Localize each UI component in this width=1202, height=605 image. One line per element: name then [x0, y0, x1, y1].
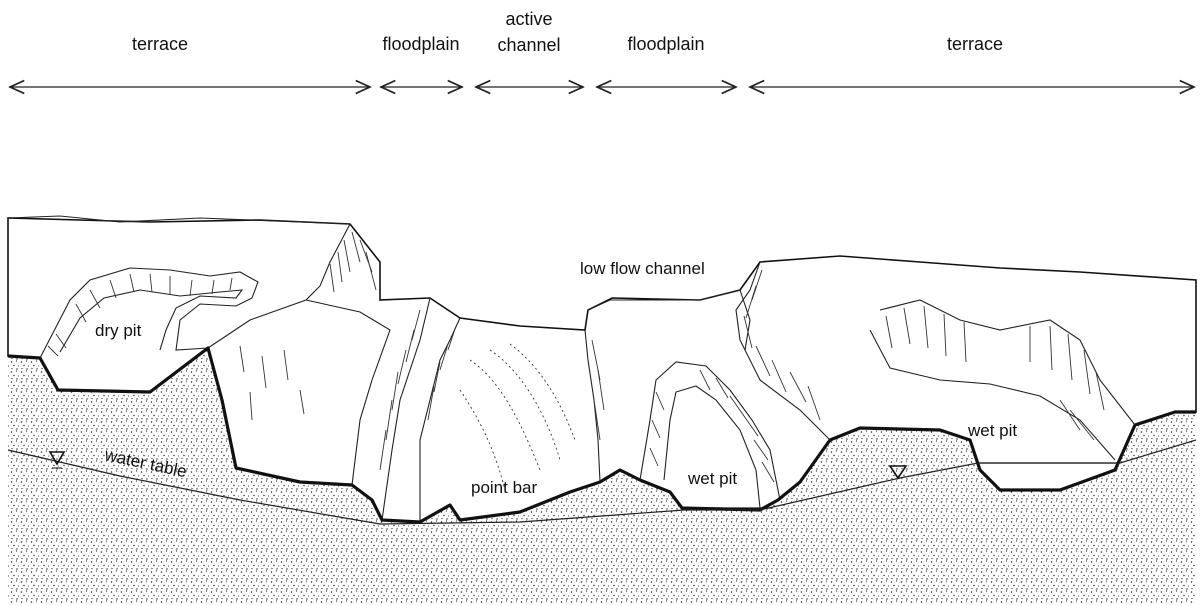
dry-pit-label: dry pit [95, 321, 142, 340]
wet-pit-right-label: wet pit [967, 421, 1017, 440]
zone-label-terrace-left: terrace [132, 34, 188, 54]
zone-label-active-channel-line1: active [505, 9, 552, 29]
wet-pit-center-label: wet pit [687, 469, 737, 488]
zone-label-floodplain-left: floodplain [382, 34, 459, 54]
zone-label-floodplain-right: floodplain [627, 34, 704, 54]
zone-label-active-channel-line2: channel [497, 35, 560, 55]
low-flow-channel-label: low flow channel [580, 259, 705, 278]
zone-label-terrace-right: terrace [947, 34, 1003, 54]
point-bar-label: point bar [471, 478, 537, 497]
